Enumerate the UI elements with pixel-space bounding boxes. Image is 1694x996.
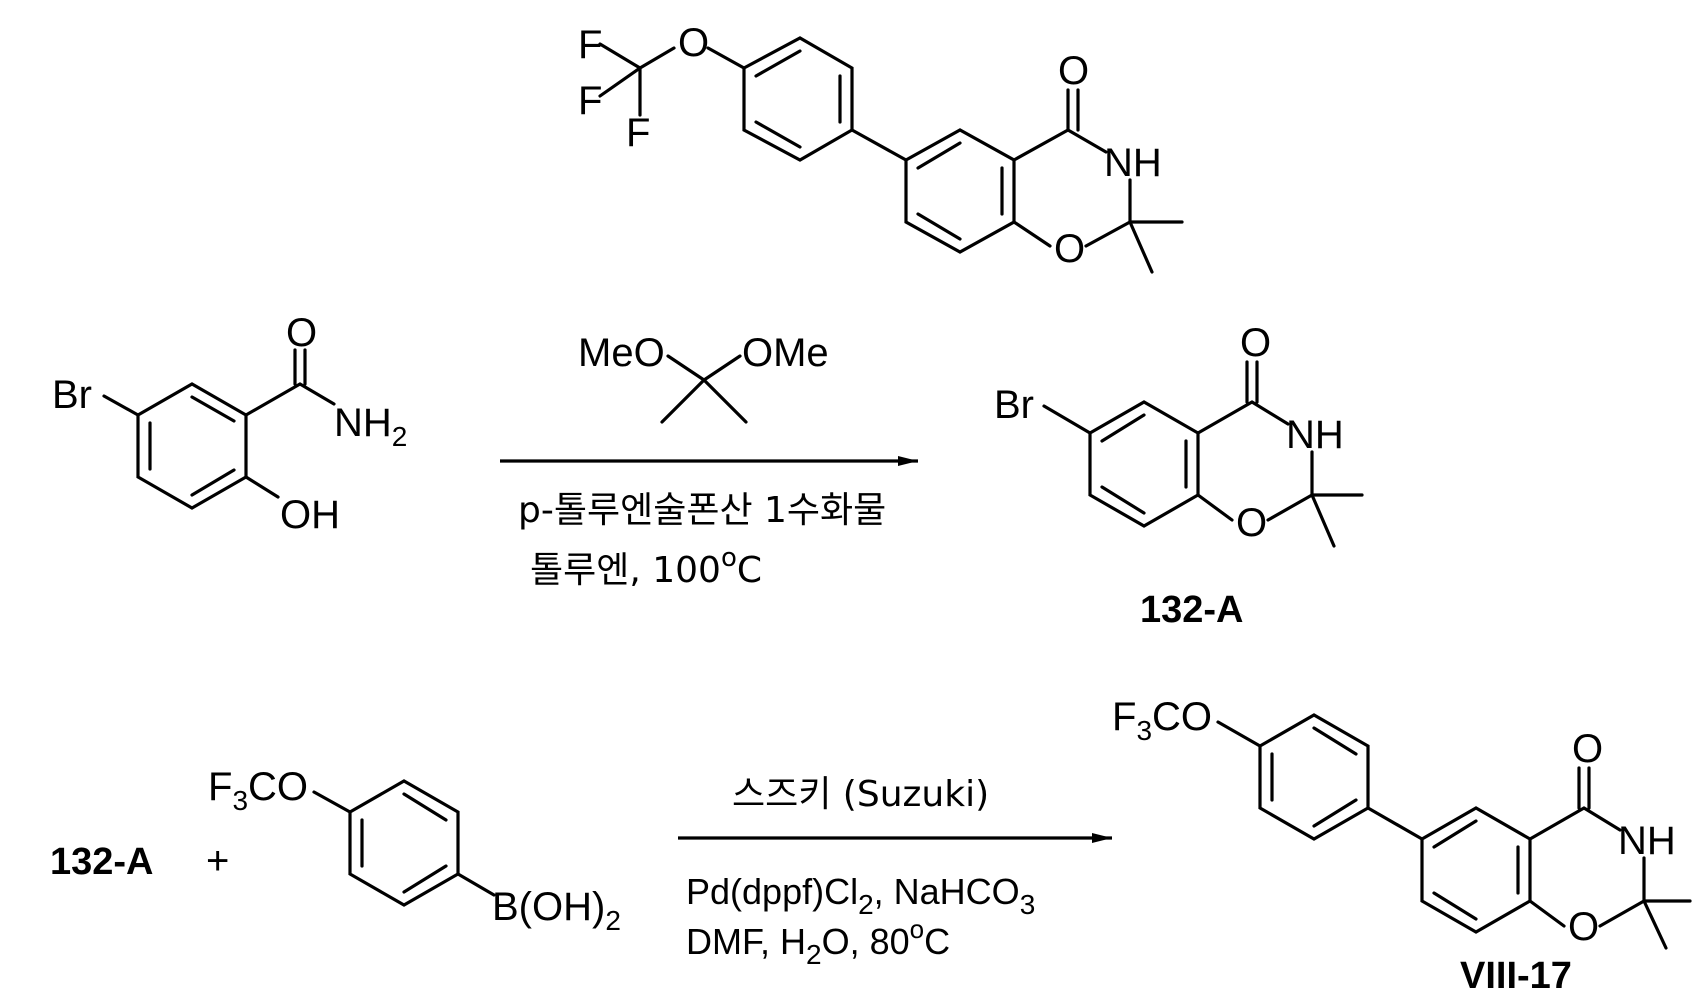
compound-label-VIII17: VIII-17	[1460, 955, 1572, 996]
methoxy-left-group: MeO	[578, 331, 665, 375]
product-f: F	[1112, 695, 1136, 739]
amide-oxygen-atom: O	[286, 311, 317, 355]
bromo-salicylamide-structure: Br O NH2 OH	[52, 311, 407, 537]
plus-sign: +	[206, 839, 229, 883]
amide-nh-atom: NH	[1104, 141, 1162, 185]
step2-pd-catalyst: Pd(dppf)Cl	[686, 871, 858, 912]
carbonyl-oxygen-atom: O	[1058, 49, 1089, 93]
product-ring-oxygen: O	[1568, 905, 1599, 949]
top-product-bonds	[600, 38, 1182, 272]
step2-base: , NaHCO	[874, 871, 1020, 912]
boronic-b-subscript: 2	[605, 905, 621, 936]
step2-solvent-a: DMF, H	[686, 921, 806, 962]
bromo-salicylamide-bonds	[104, 350, 334, 508]
hydroxyl-group: OH	[280, 493, 340, 537]
amide-nh2-group: NH2	[334, 401, 407, 452]
step1-celsius: C	[737, 550, 762, 591]
ring-oxygen-132A: O	[1236, 501, 1267, 545]
step2-solvent-b: O, 80	[822, 921, 910, 962]
product-f-subscript: 3	[1136, 715, 1152, 746]
boronic-f: F	[208, 765, 232, 809]
nh2-subscript: 2	[392, 421, 408, 452]
ring-oxygen-atom: O	[1054, 227, 1085, 271]
boronic-b-main: B(OH)	[492, 885, 605, 929]
dimethoxypropane-structure: MeO OMe	[578, 331, 829, 422]
step1-line2-main: 톨루엔, 100	[530, 550, 721, 591]
step2-co3-subscript: 3	[1020, 889, 1036, 920]
fluorine-atom-1: F	[578, 23, 602, 67]
compound-132A-structure: Br O NH O	[994, 321, 1362, 546]
product-co: CO	[1152, 695, 1212, 739]
step1-conditions-line1: p-톨루엔술폰산 1수화물	[518, 490, 886, 531]
step2-reactant-label: 132-A	[50, 841, 154, 883]
boronic-acid-group: B(OH)2	[492, 885, 621, 936]
trifluoromethoxy-group: F3CO	[208, 765, 308, 816]
step2-cl-subscript: 2	[858, 889, 874, 920]
product-VIII17-structure: F3CO O NH O	[1112, 695, 1690, 949]
step2-celsius: C	[924, 921, 950, 962]
boronic-acid-bonds	[314, 781, 494, 905]
product-trifluoromethoxy-group: F3CO	[1112, 695, 1212, 746]
boronic-f-subscript: 3	[232, 785, 248, 816]
amide-nh-132A: NH	[1286, 413, 1344, 457]
step1-degree-sup: o	[721, 543, 737, 573]
step2-h2-subscript: 2	[806, 939, 822, 970]
step2-conditions-line1: Pd(dppf)Cl2, NaHCO3	[686, 871, 1035, 920]
ether-oxygen-atom: O	[678, 21, 709, 65]
fluorine-atom-2: F	[578, 79, 602, 123]
step1-conditions-line2: 톨루엔, 100oC	[530, 543, 762, 591]
bromine-atom-132A: Br	[994, 383, 1034, 427]
product-amide-nh: NH	[1618, 819, 1676, 863]
bromine-atom: Br	[52, 373, 92, 417]
fluorine-atom-3: F	[626, 111, 650, 155]
nh2-main: NH	[334, 401, 392, 445]
carbonyl-oxygen-132A: O	[1240, 321, 1271, 365]
compound-label-132A: 132-A	[1140, 589, 1244, 631]
step2-degree-sup: o	[910, 914, 924, 944]
boronic-acid-structure: F3CO B(OH)2	[208, 765, 621, 936]
product-carbonyl-oxygen: O	[1572, 727, 1603, 771]
boronic-co: CO	[248, 765, 308, 809]
step2-conditions-line2: DMF, H2O, 80oC	[686, 914, 950, 970]
methoxy-right-group: OMe	[742, 331, 829, 375]
top-product-structure: F F F O O NH O	[578, 21, 1182, 272]
step2-reaction-name: 스즈키 (Suzuki)	[732, 774, 989, 815]
